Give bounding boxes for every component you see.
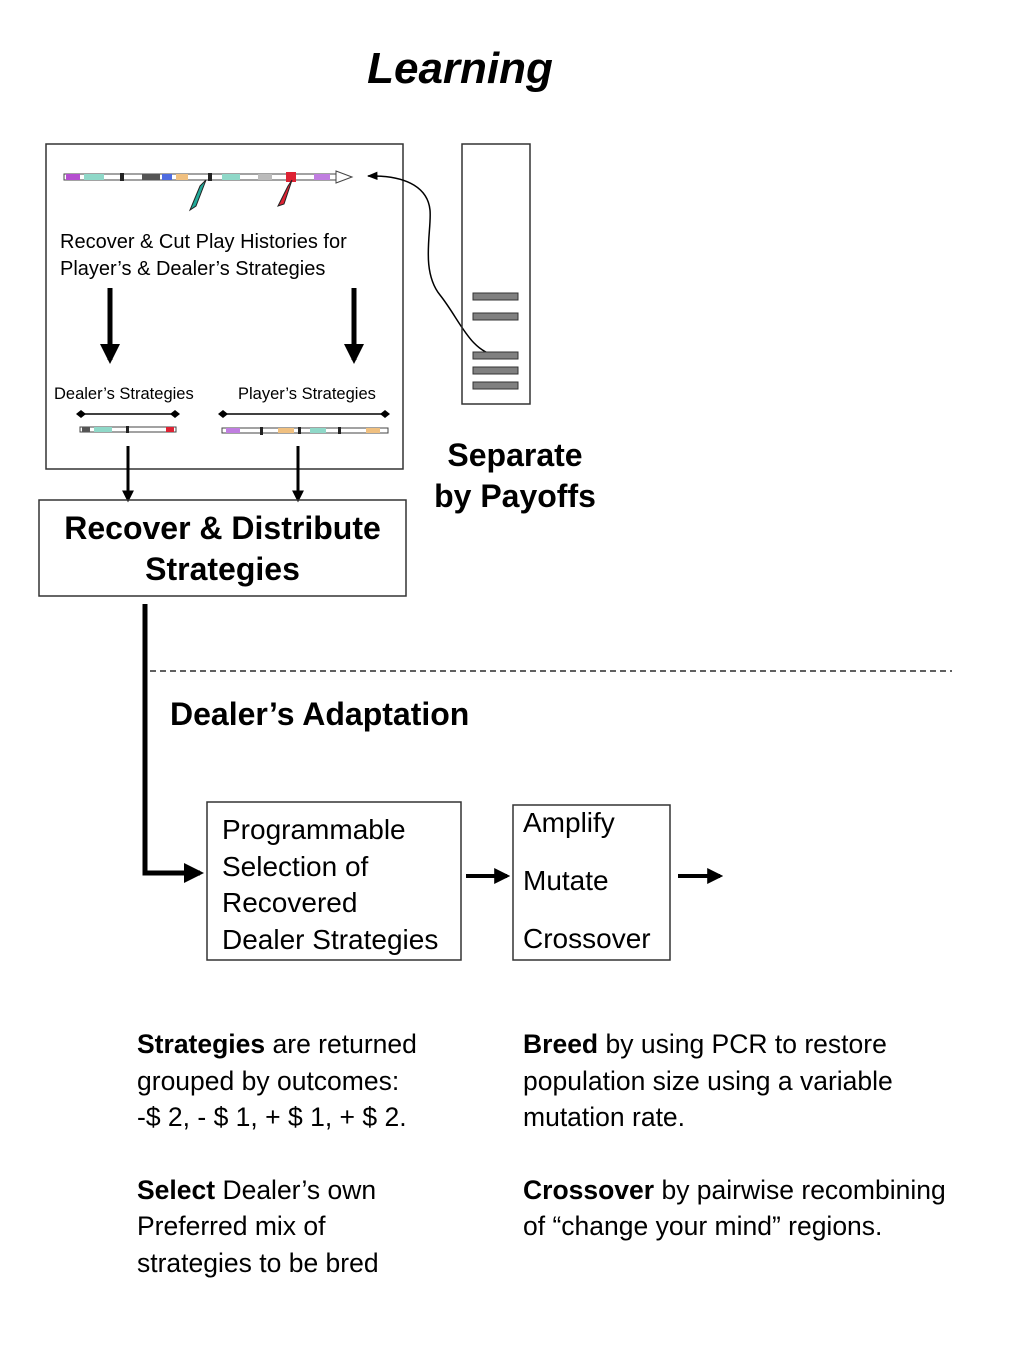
crossover-note-bold: Crossover xyxy=(523,1174,655,1205)
separate-by-payoffs-label: Separate by Payoffs xyxy=(420,435,610,517)
selection-box xyxy=(206,801,462,961)
crossover-note-rest: by pairwise recombining xyxy=(654,1174,946,1205)
select-note-line2: Preferred mix of xyxy=(137,1211,326,1241)
mutate-label: Mutate xyxy=(523,865,609,896)
select-note-line3: strategies to be bred xyxy=(137,1247,379,1278)
strategies-note-line1: Strategies are returned xyxy=(137,1026,497,1063)
history-caption-line1: Recover & Cut Play Histories for xyxy=(60,231,347,253)
select-note-bold: Select xyxy=(137,1174,216,1205)
separate-line2: by Payoffs xyxy=(434,478,596,514)
player-strategies-label: Player’s Strategies xyxy=(238,385,376,403)
player-range xyxy=(218,410,390,418)
history-box xyxy=(45,143,404,470)
page-title: Learning xyxy=(367,44,553,93)
dealer-strategies-label: Dealer’s Strategies xyxy=(54,385,194,403)
selection-line: Recovered xyxy=(222,887,358,918)
separate-line1: Separate xyxy=(447,437,583,473)
dealers-adaptation-label: Dealer’s Adaptation xyxy=(170,696,470,732)
recover-line1: Recover & Distribute xyxy=(64,510,381,546)
history-caption: Recover & Cut Play Histories for Player’… xyxy=(60,229,400,283)
play-history-strand xyxy=(63,170,354,212)
select-note-rest: Dealer’s own xyxy=(215,1174,377,1205)
dealer-strand xyxy=(79,426,177,433)
breed-note-line2: population size using a variable xyxy=(523,1065,893,1096)
spacer xyxy=(137,1136,497,1172)
player-strand xyxy=(221,427,389,435)
strategies-note-bold: Strategies xyxy=(137,1029,266,1059)
selection-line: Programmable xyxy=(222,814,406,845)
breed-note-bold: Breed xyxy=(523,1029,599,1059)
recover-line2: Strategies xyxy=(145,551,300,587)
strategies-note-rest: are returned xyxy=(265,1029,417,1059)
crossover-note-line1: Crossover by pairwise recombining xyxy=(523,1172,1023,1209)
payoff-gel xyxy=(461,143,531,405)
flow-line-to-selection xyxy=(142,604,204,883)
recover-distribute-box xyxy=(38,499,407,597)
amplify-label: Amplify xyxy=(523,807,615,838)
breed-note-line3: mutation rate. xyxy=(523,1102,686,1132)
recover-distribute-label: Recover & Distribute Strategies xyxy=(39,508,406,590)
selection-line: Selection of xyxy=(222,850,369,882)
history-caption-line2: Player’s & Dealer’s Strategies xyxy=(60,258,326,280)
strategies-note-line3: -$ 2, - $ 1, + $ 1, + $ 2. xyxy=(137,1102,407,1132)
crossover-label: Crossover xyxy=(523,923,651,954)
selection-box-text: Programmable Selection of Recovered Deal… xyxy=(222,812,458,958)
breed-note-rest: by using PCR to restore xyxy=(598,1029,887,1059)
select-note-line1: Select Dealer’s own xyxy=(137,1172,497,1209)
notes-left: Strategies are returned grouped by outco… xyxy=(137,1026,497,1281)
spacer xyxy=(523,1136,1023,1172)
breed-note-line1: Breed by using PCR to restore xyxy=(523,1026,1023,1063)
crossover-note-line2: of “change your mind” regions. xyxy=(523,1211,883,1241)
selection-line: Dealer Strategies xyxy=(222,923,439,955)
gel-to-strand-curve xyxy=(366,171,499,357)
operations-box xyxy=(512,804,671,961)
notes-right: Breed by using PCR to restore population… xyxy=(523,1026,1023,1245)
dealer-range xyxy=(76,410,180,418)
strategies-note-line2: grouped by outcomes: xyxy=(137,1065,400,1096)
